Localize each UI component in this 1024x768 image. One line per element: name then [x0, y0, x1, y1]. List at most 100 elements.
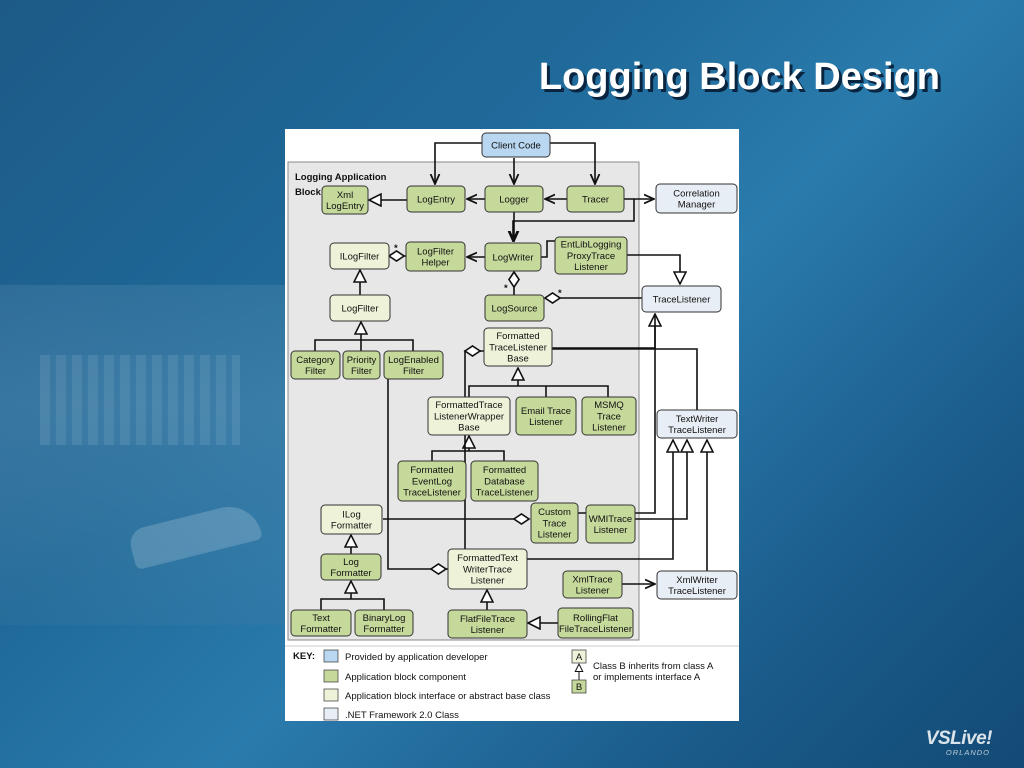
node-box — [290, 609, 352, 637]
node-label: TraceListener — [476, 488, 534, 499]
node-box — [329, 294, 391, 322]
node-box — [329, 242, 390, 270]
node-label: Database — [484, 476, 525, 487]
node-box — [483, 327, 553, 367]
node-log-entry: LogEntry — [406, 185, 466, 213]
node-label: Listener — [471, 625, 505, 636]
multiplicity-marks: * * * — [394, 243, 562, 299]
node-label: WriterTrace — [463, 564, 512, 575]
node-label: ProxyTrace — [567, 251, 615, 262]
node-box — [447, 609, 528, 639]
container-label-line1: Logging Application — [295, 172, 387, 183]
node-label: Tracer — [582, 194, 609, 205]
node-box — [562, 570, 623, 599]
node-label: Log — [343, 557, 359, 568]
legend-class-b-box — [571, 679, 587, 694]
legend-class-b: B — [576, 682, 582, 693]
node-label: TraceListener — [668, 586, 726, 597]
node-box — [484, 242, 542, 272]
node-label: LogWriter — [492, 252, 533, 263]
node-label: ListenerWrapper — [434, 411, 504, 422]
node-label: LogSource — [492, 303, 538, 314]
edge-ftwtl-to-textwriter — [527, 440, 673, 560]
node-box — [427, 396, 511, 436]
node-label: Formatted — [410, 465, 453, 476]
multiplicity-star-2: * — [504, 283, 508, 294]
node-label: Listener — [592, 423, 626, 434]
node-log-source: LogSource — [484, 294, 545, 322]
multiplicity-star-3: * — [558, 288, 562, 299]
edge-client-to-tracer — [550, 142, 595, 184]
node-label: Listener — [529, 417, 563, 428]
node-label: Listener — [538, 530, 572, 541]
node-label: LogFilter — [417, 246, 454, 257]
node-label: TraceListener — [668, 425, 726, 436]
node-label: Listener — [576, 586, 610, 597]
edge-proxy-from-logwriter — [541, 240, 555, 258]
legend-item-component: Application block component — [345, 672, 466, 683]
node-label: Filter — [305, 366, 326, 377]
node-label: EntLibLogging — [561, 240, 622, 251]
legend-swatch-framework — [323, 707, 339, 721]
node-box — [585, 504, 636, 544]
legend-swatch-component — [323, 669, 339, 683]
node-label: Xml — [337, 190, 353, 201]
node-label: Filter — [351, 366, 372, 377]
edge-proxy-to-tracelistener — [627, 254, 680, 284]
legend-inherit-text-1: Class B inherits from class A — [593, 661, 714, 672]
vslive-logo: VSLive! — [925, 728, 993, 749]
node-label: EventLog — [412, 476, 452, 487]
node-box — [641, 285, 722, 313]
edge-formatters-bus — [320, 598, 385, 610]
multiplicity-star-1: * — [394, 243, 398, 254]
node-box — [406, 185, 466, 213]
node-box — [566, 185, 625, 213]
node-box — [405, 241, 466, 272]
node-box — [342, 350, 381, 380]
node-label: Formatter — [363, 624, 404, 635]
node-box — [530, 502, 579, 544]
node-label: Base — [507, 354, 529, 365]
node-box — [447, 548, 528, 590]
node-box — [383, 350, 444, 380]
node-label: Formatter — [330, 568, 371, 579]
node-log-writer: LogWriter — [484, 242, 542, 272]
node-box — [470, 460, 539, 502]
legend-item-framework: .NET Framework 2.0 Class — [345, 710, 459, 721]
node-label: Client Code — [491, 140, 541, 151]
node-label: Logger — [499, 194, 529, 205]
node-label: Trace — [597, 411, 621, 422]
node-trace-listener: TraceListener — [641, 285, 722, 313]
node-label: Category — [296, 355, 335, 366]
node-label: FormattedText — [457, 553, 518, 564]
node-label: Correlation — [673, 188, 719, 199]
node-label: WMITrace — [589, 514, 632, 525]
node-logger: Logger — [484, 185, 544, 213]
background-building — [40, 355, 240, 445]
legend-item-interface: Application block interface or abstract … — [345, 691, 551, 702]
node-label: Trace — [543, 518, 567, 529]
node-label: Listener — [471, 576, 505, 587]
legend-class-a-box — [571, 649, 587, 664]
node-box — [656, 409, 738, 439]
node-label: Helper — [422, 258, 450, 269]
